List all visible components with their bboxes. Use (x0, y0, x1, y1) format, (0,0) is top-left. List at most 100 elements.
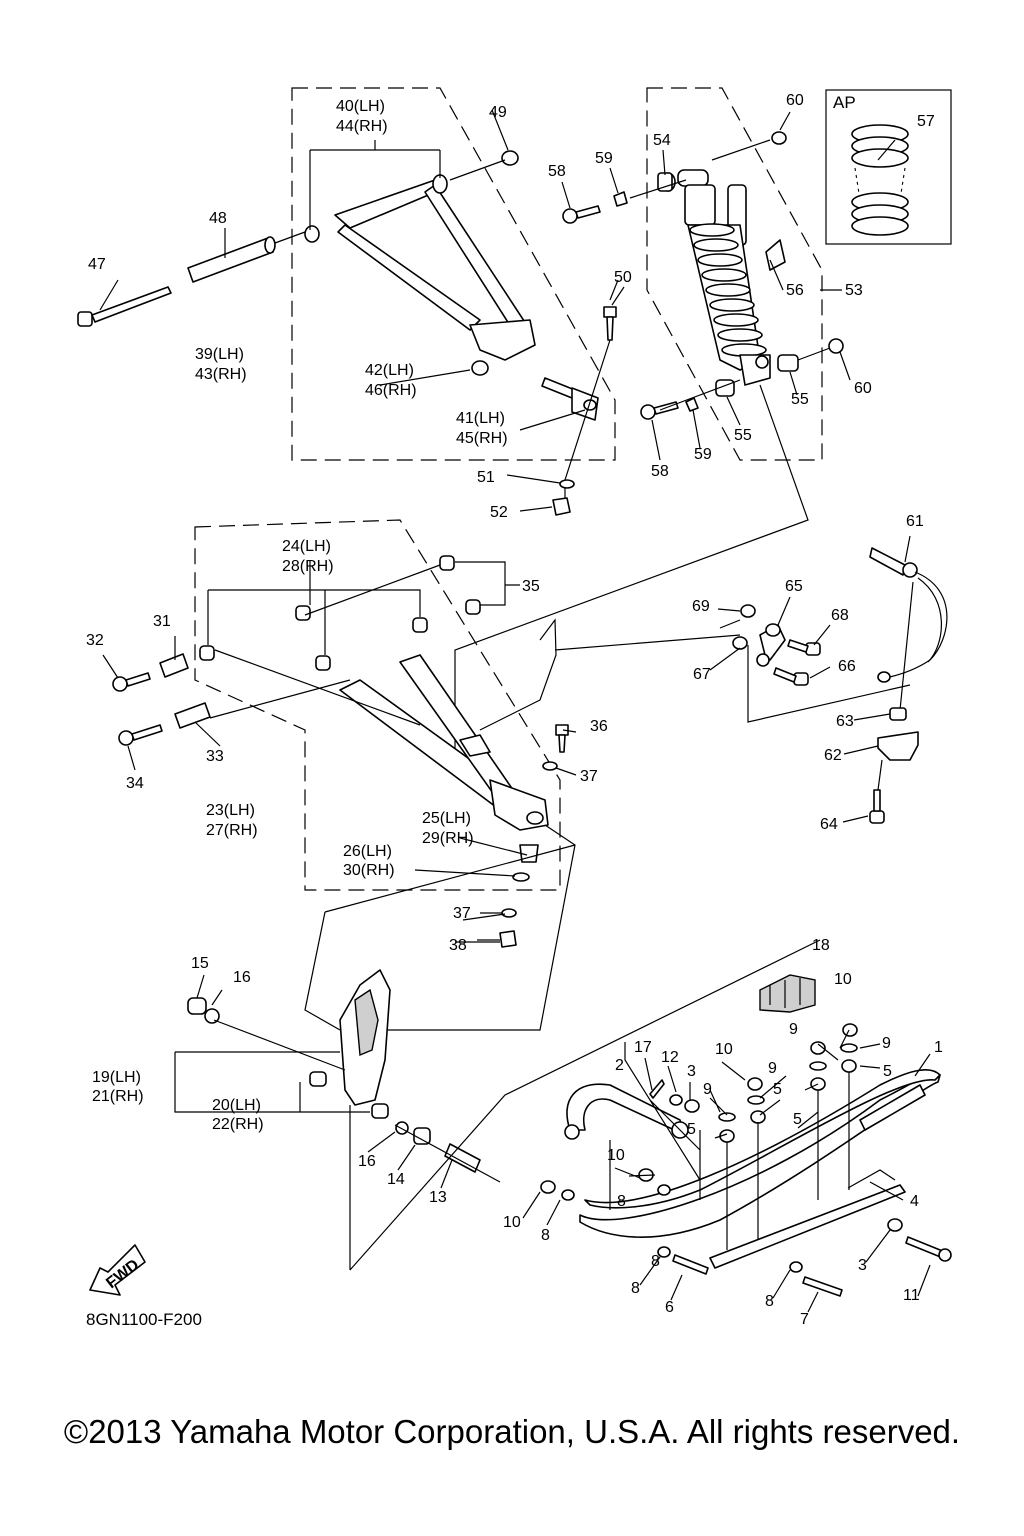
callout: 7 (800, 1311, 809, 1328)
callout: 15 (191, 955, 209, 972)
bolt-66 (773, 667, 809, 686)
callout: 9 (789, 1021, 798, 1038)
bracket-62 (877, 731, 919, 761)
lower-arm (339, 654, 549, 831)
callout: 24(LH) (282, 538, 331, 555)
linkage-section (719, 547, 948, 824)
callout: 39(LH) (195, 346, 244, 363)
spring-57 (851, 124, 909, 236)
cable-61 (869, 547, 948, 683)
callout: 5 (793, 1111, 802, 1128)
callout: 10 (503, 1214, 521, 1231)
callout: 8 (541, 1227, 550, 1244)
callout: 1 (934, 1039, 943, 1056)
callout: 58 (651, 463, 669, 480)
callout: 38 (449, 937, 467, 954)
callout: 63 (836, 713, 854, 730)
callout: 55 (791, 391, 809, 408)
callout: 42(LH) (365, 362, 414, 379)
callout: 5 (687, 1121, 696, 1138)
ap-label: AP (833, 93, 856, 112)
callout: 6 (665, 1299, 674, 1316)
callout: 3 (858, 1257, 867, 1274)
callout: 16 (233, 969, 251, 986)
callout: 57 (917, 113, 935, 130)
bolt-32 (112, 672, 151, 692)
callout: 28(RH) (282, 558, 334, 575)
callout: 56 (786, 282, 804, 299)
leader-lines (99, 109, 931, 1313)
collar-48 (187, 237, 274, 283)
callout: 58 (548, 163, 566, 180)
group-outlines (194, 87, 823, 891)
callout: 25(LH) (422, 810, 471, 827)
callout: 60 (786, 92, 804, 109)
callout: 52 (490, 504, 508, 521)
bolt-47 (77, 286, 172, 327)
callout: 12 (661, 1049, 679, 1066)
bolt-58-top (562, 205, 601, 224)
callout: 5 (773, 1081, 782, 1098)
callout: 55 (734, 427, 752, 444)
bolt-58-bottom (640, 401, 679, 420)
callout: 10 (607, 1147, 625, 1164)
callout: 40(LH) (336, 98, 385, 115)
fwd-badge: FWD (89, 1244, 146, 1296)
callout: 66 (838, 658, 856, 675)
callout: 20(LH) (212, 1097, 261, 1114)
callout: 53 (845, 282, 863, 299)
callout: 10 (834, 971, 852, 988)
label-56 (765, 239, 786, 271)
callout: 67 (693, 666, 711, 683)
callout: 21(RH) (92, 1088, 144, 1105)
callout: 5 (883, 1063, 892, 1080)
callout: 37 (580, 768, 598, 785)
callout: 34 (126, 775, 144, 792)
callout: 62 (824, 747, 842, 764)
callout: 31 (153, 613, 171, 630)
callout: 13 (429, 1189, 447, 1206)
spring-coils (689, 223, 767, 357)
callout: 35 (522, 578, 540, 595)
callout: 9 (882, 1035, 891, 1052)
callout: 48 (209, 210, 227, 227)
lower-arm-section (112, 555, 741, 1031)
callout: 16 (358, 1153, 376, 1170)
bolt-64 (869, 789, 885, 824)
callout: 32 (86, 632, 104, 649)
bolt-36 (555, 724, 569, 753)
bolt-34 (118, 724, 163, 746)
callout: 33 (206, 748, 224, 765)
callout: 54 (653, 132, 671, 149)
callout: 2 (615, 1057, 624, 1074)
ball-joint-41 (541, 377, 599, 421)
collar-31 (159, 653, 189, 678)
callout: 64 (820, 816, 838, 833)
upper-arm (304, 150, 536, 361)
callout: 8 (617, 1193, 626, 1210)
callout: 44(RH) (336, 118, 388, 135)
skid-block-18 (759, 974, 816, 1013)
callout: 9 (768, 1060, 777, 1077)
callout: 23(LH) (206, 802, 255, 819)
upper-arm-section (77, 140, 619, 516)
callout: 4 (910, 1193, 919, 1210)
callout: 43(RH) (195, 366, 247, 383)
ap-inset (825, 89, 952, 245)
callout: 26(LH) (343, 843, 392, 860)
callout: 8 (651, 1253, 660, 1270)
callout: 22(RH) (212, 1116, 264, 1133)
callout: 29(RH) (422, 830, 474, 847)
callout: 8 (765, 1293, 774, 1310)
spindle (339, 969, 391, 1106)
callout: 27(RH) (206, 822, 258, 839)
callout: 3 (687, 1063, 696, 1080)
callout: 10 (715, 1041, 733, 1058)
shaft-13 (444, 1143, 481, 1173)
callout: 9 (703, 1081, 712, 1098)
diagram-code: 8GN1100-F200 (86, 1310, 202, 1329)
callout: 47 (88, 256, 106, 273)
callout: 49 (489, 104, 507, 121)
callout: 41(LH) (456, 410, 505, 427)
